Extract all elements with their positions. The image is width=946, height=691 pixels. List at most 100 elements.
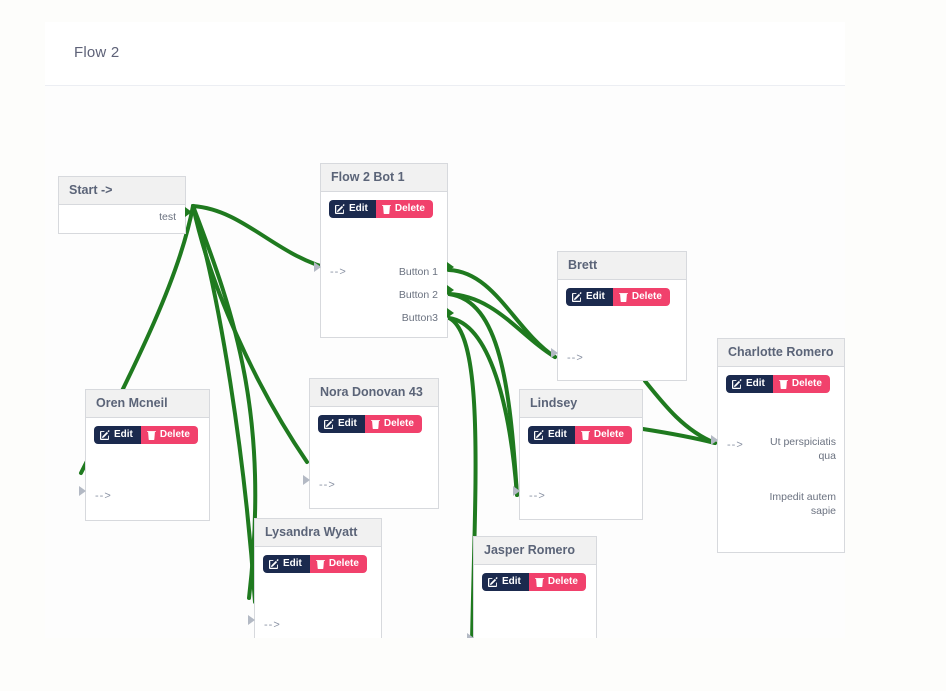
trash-icon <box>779 379 788 389</box>
node-title-nora: Nora Donovan 43 <box>310 379 438 407</box>
page-title: Flow 2 <box>74 44 120 61</box>
trash-icon <box>371 419 380 429</box>
node-ports-nora: --> <box>303 475 438 498</box>
pencil-square-icon <box>324 419 334 429</box>
node-ports-lindsey: --> <box>513 486 642 509</box>
node-title-charlotte: Charlotte Romero <box>718 339 844 367</box>
delete-button-label: Delete <box>593 429 624 440</box>
delete-button-label: Delete <box>547 576 578 587</box>
edit-button-flow2bot1[interactable]: Edit <box>329 200 376 218</box>
port-row: --> <box>79 486 209 509</box>
output-port-marker[interactable] <box>447 262 454 272</box>
edit-button-charlotte[interactable]: Edit <box>726 375 773 393</box>
card-header: Flow 2 <box>45 22 845 86</box>
flow-edge <box>641 427 717 445</box>
edit-button-lindsey[interactable]: Edit <box>528 426 575 444</box>
input-port-label: --> <box>319 479 336 491</box>
edit-button-label: Edit <box>586 291 605 302</box>
node-message: Impedit autem sapie <box>769 491 836 517</box>
delete-button-lindsey[interactable]: Delete <box>574 426 632 444</box>
port-row: Button 2 <box>321 285 454 308</box>
node-title-start: Start -> <box>59 177 185 205</box>
node-message: Ut perspiciatis qua <box>770 436 836 462</box>
flow-node-start[interactable]: Start ->test <box>58 176 192 234</box>
input-port-label: --> <box>264 619 281 631</box>
delete-button-charlotte[interactable]: Delete <box>772 375 830 393</box>
input-port-marker[interactable] <box>314 262 321 272</box>
output-port-label: Button 1 <box>398 266 438 278</box>
edit-button-label: Edit <box>746 378 765 389</box>
input-port-marker[interactable] <box>513 486 520 496</box>
output-port-label: Button 2 <box>398 289 438 301</box>
output-port-marker[interactable] <box>185 207 192 217</box>
node-actions-flow2bot1: Edit Delete <box>329 200 433 218</box>
node-body-nora: Edit Delete --> <box>303 407 438 508</box>
flow-edge <box>191 204 336 272</box>
delete-button-brett[interactable]: Delete <box>612 288 670 306</box>
trash-icon <box>535 577 544 587</box>
output-port-marker[interactable] <box>447 285 454 295</box>
port-row: test <box>59 207 192 230</box>
node-ports-brett: --> <box>551 348 686 371</box>
input-port-marker[interactable] <box>467 633 474 638</box>
node-title-jasper: Jasper Romero <box>474 537 596 565</box>
delete-button-label: Delete <box>791 378 822 389</box>
flow-edge <box>447 292 557 359</box>
node-title-lysandra: Lysandra Wyatt <box>255 519 381 547</box>
node-title-oren: Oren Mcneil <box>86 390 209 418</box>
node-body-lindsey: Edit Delete --> <box>513 418 642 519</box>
edit-button-label: Edit <box>338 418 357 429</box>
delete-button-flow2bot1[interactable]: Delete <box>375 200 433 218</box>
node-actions-charlotte: Edit Delete <box>726 375 830 393</box>
input-port-marker[interactable] <box>303 475 310 485</box>
input-port-marker[interactable] <box>551 348 558 358</box>
node-ports-lysandra: --> <box>248 615 381 638</box>
delete-button-oren[interactable]: Delete <box>140 426 198 444</box>
edit-button-jasper[interactable]: Edit <box>482 573 529 591</box>
input-port-marker[interactable] <box>79 486 86 496</box>
delete-button-jasper[interactable]: Delete <box>528 573 586 591</box>
delete-button-label: Delete <box>328 558 359 569</box>
flow-edge <box>447 316 519 497</box>
port-row: --> <box>513 486 642 509</box>
edit-button-label: Edit <box>502 576 521 587</box>
delete-button-lysandra[interactable]: Delete <box>309 555 367 573</box>
port-row: --> Button 1 <box>314 262 454 285</box>
edit-button-label: Edit <box>349 203 368 214</box>
input-port-marker[interactable] <box>711 435 718 445</box>
input-port-label: --> <box>483 637 500 638</box>
edit-button-nora[interactable]: Edit <box>318 415 365 433</box>
output-port-label: Button3 <box>401 312 438 324</box>
input-port-label: --> <box>95 490 112 502</box>
node-actions-nora: Edit Delete <box>318 415 422 433</box>
input-port-label: --> <box>567 352 584 364</box>
delete-button-label: Delete <box>394 203 425 214</box>
output-port-marker[interactable] <box>447 308 454 318</box>
node-ports-jasper: --> <box>467 633 596 638</box>
flow-edge <box>191 204 309 464</box>
flow-edge <box>447 292 519 497</box>
edit-button-lysandra[interactable]: Edit <box>263 555 310 573</box>
edit-button-brett[interactable]: Edit <box>566 288 613 306</box>
edit-button-oren[interactable]: Edit <box>94 426 141 444</box>
node-ports-start: test <box>59 207 192 230</box>
pencil-square-icon <box>488 577 498 587</box>
node-body-lysandra: Edit Delete --> <box>248 547 381 638</box>
input-port-marker[interactable] <box>248 615 255 625</box>
flow-node-nora[interactable]: Nora Donovan 43 Edit Delete --> <box>303 378 439 509</box>
node-body-brett: Edit Delete --> <box>551 280 686 380</box>
input-port-label: --> <box>330 266 347 278</box>
delete-button-nora[interactable]: Delete <box>364 415 422 433</box>
pencil-square-icon <box>572 292 582 302</box>
edit-button-label: Edit <box>548 429 567 440</box>
node-body-start: test <box>59 205 192 233</box>
